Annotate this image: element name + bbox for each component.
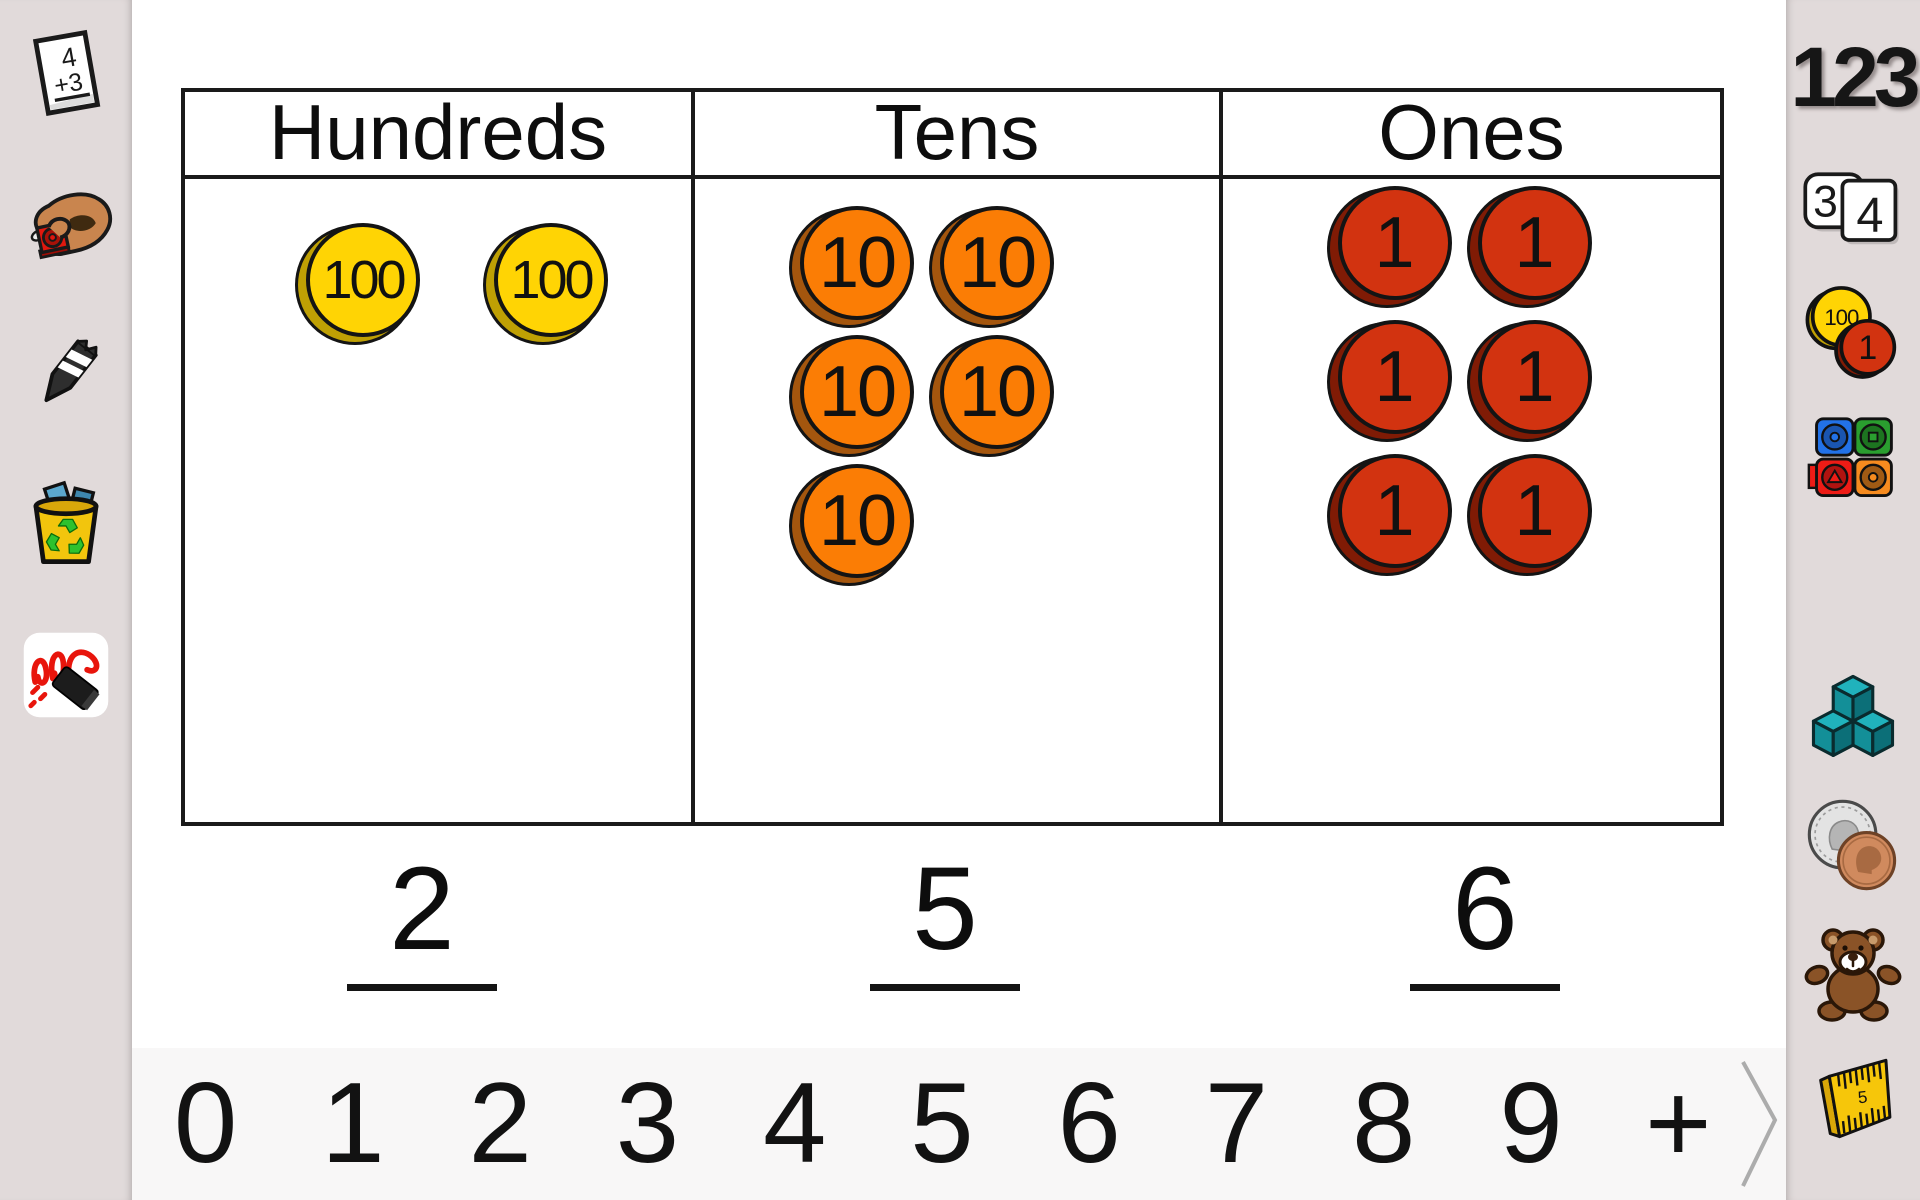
coin-value-label: 10 <box>958 352 1037 432</box>
worksheet-top-number: 4 <box>59 41 79 73</box>
counters-mode-button[interactable] <box>1800 411 1906 511</box>
money-mode-button[interactable] <box>1800 795 1906 895</box>
ones-digit-underline <box>1410 984 1560 991</box>
stamp-tool-button[interactable] <box>13 175 119 275</box>
ruler-number: 5 <box>1857 1088 1868 1108</box>
column-header-ones: Ones <box>1378 87 1565 176</box>
cubes-mode-button[interactable] <box>1800 667 1906 767</box>
coin-100[interactable]: 100 <box>306 223 420 337</box>
cubes-icon <box>1811 674 1895 758</box>
teddy-bear-icon <box>1804 928 1902 1022</box>
coin-1[interactable]: 1 <box>1477 186 1592 300</box>
worksheet-tool-button[interactable]: 4 +3 <box>13 25 119 125</box>
ones-cell[interactable]: 1 1 1 1 1 1 <box>1223 179 1720 822</box>
column-header-tens: Tens <box>695 92 1223 175</box>
tens-digit-underline <box>870 984 1020 991</box>
table-body-row: 100 100 10 10 10 10 10 1 1 1 1 1 1 <box>185 179 1720 822</box>
coin-10[interactable]: 10 <box>800 206 914 320</box>
trash-tool-button[interactable] <box>13 475 119 575</box>
column-header-hundreds: Hundreds <box>185 92 695 175</box>
tray-key-7[interactable]: 7 <box>1163 1048 1310 1200</box>
coin-value-label: 10 <box>958 223 1037 303</box>
ones-digit[interactable]: 6 <box>1365 850 1605 991</box>
hundreds-digit-underline <box>347 984 497 991</box>
addition-worksheet-icon: 4 +3 <box>32 29 101 116</box>
coin-1[interactable]: 1 <box>1337 320 1452 434</box>
tens-coins-group: 10 10 10 10 10 <box>665 179 1189 578</box>
hundreds-digit[interactable]: 2 <box>302 850 542 991</box>
place-value-coins-mode-button[interactable]: 100 1 <box>1800 283 1906 383</box>
card-right-number: 4 <box>1856 189 1883 243</box>
tens-digit[interactable]: 5 <box>825 850 1065 991</box>
tens-cell[interactable]: 10 10 10 10 10 <box>695 179 1223 822</box>
hundreds-cell[interactable]: 100 100 <box>185 179 695 822</box>
ruler-mode-button[interactable]: 5 <box>1800 1051 1906 1151</box>
coin-10[interactable]: 10 <box>940 335 1054 449</box>
number-cards-icon: 3 4 <box>1803 172 1899 245</box>
pencil-icon <box>44 339 98 403</box>
ruler-icon: 5 <box>1819 1058 1892 1139</box>
number-cards-mode-button[interactable]: 3 4 <box>1800 155 1906 255</box>
tray-key-plus[interactable]: + <box>1605 1048 1752 1200</box>
tray-key-2[interactable]: 2 <box>427 1048 574 1200</box>
marker-eraser-icon <box>23 632 109 718</box>
coin-value-label: 100 <box>322 250 406 310</box>
eraser-tool-button[interactable] <box>13 625 119 725</box>
ones-coins-group: 1 1 1 1 1 1 <box>1216 179 1713 568</box>
coin-1[interactable]: 1 <box>1337 454 1452 568</box>
coin-value-label: 1 <box>1374 337 1415 417</box>
tray-key-4[interactable]: 4 <box>721 1048 868 1200</box>
recycle-trash-icon <box>33 480 99 565</box>
coin-value-label: 1 <box>1514 337 1555 417</box>
coin-10[interactable]: 10 <box>800 335 914 449</box>
hundreds-digit-value: 2 <box>389 843 455 975</box>
tray-key-6[interactable]: 6 <box>1016 1048 1163 1200</box>
hand-stamp-icon <box>30 192 113 260</box>
coin-100[interactable]: 100 <box>494 223 608 337</box>
tray-key-1[interactable]: 1 <box>279 1048 426 1200</box>
coin-value-label: 1 <box>1374 203 1415 283</box>
coin-10[interactable]: 10 <box>800 464 914 578</box>
coin-value-label: 10 <box>818 481 897 561</box>
right-toolbar: 123 3 4 100 1 <box>1786 0 1920 1200</box>
pen-tool-button[interactable] <box>13 325 119 425</box>
tray-key-0[interactable]: 0 <box>132 1048 279 1200</box>
coin-value-label: 100 <box>510 250 594 310</box>
coin-10[interactable]: 10 <box>940 206 1054 320</box>
toys-mode-button[interactable] <box>1800 923 1906 1023</box>
left-toolbar: 4 +3 <box>0 0 132 1200</box>
coin-1[interactable]: 1 <box>1337 186 1452 300</box>
coin-value-label: 10 <box>818 223 897 303</box>
coin-value-label: 1 <box>1514 203 1555 283</box>
tray-key-3[interactable]: 3 <box>574 1048 721 1200</box>
hundreds-coins-group: 100 100 <box>204 179 710 337</box>
coin-1-label: 1 <box>1858 329 1877 367</box>
coin-value-label: 10 <box>818 352 897 432</box>
counters-icon <box>1807 417 1893 497</box>
tens-digit-value: 5 <box>912 843 978 975</box>
tray-key-5[interactable]: 5 <box>868 1048 1015 1200</box>
money-coins-icon <box>1807 799 1897 891</box>
numerals-123-icon: 123 <box>1790 30 1920 124</box>
tray-key-9[interactable]: 9 <box>1457 1048 1604 1200</box>
ones-digit-value: 6 <box>1452 843 1518 975</box>
place-value-coins-icon: 100 1 <box>1805 286 1897 379</box>
coin-value-label: 1 <box>1514 471 1555 551</box>
card-left-number: 3 <box>1813 178 1838 227</box>
table-header-row: Hundreds Tens Ones <box>185 92 1720 179</box>
numerals-mode-button[interactable]: 123 <box>1790 27 1920 127</box>
tray-key-8[interactable]: 8 <box>1310 1048 1457 1200</box>
coin-value-label: 1 <box>1374 471 1415 551</box>
coin-1[interactable]: 1 <box>1477 320 1592 434</box>
coin-1[interactable]: 1 <box>1477 454 1592 568</box>
tray-next-chevron-icon[interactable] <box>1733 1058 1781 1190</box>
